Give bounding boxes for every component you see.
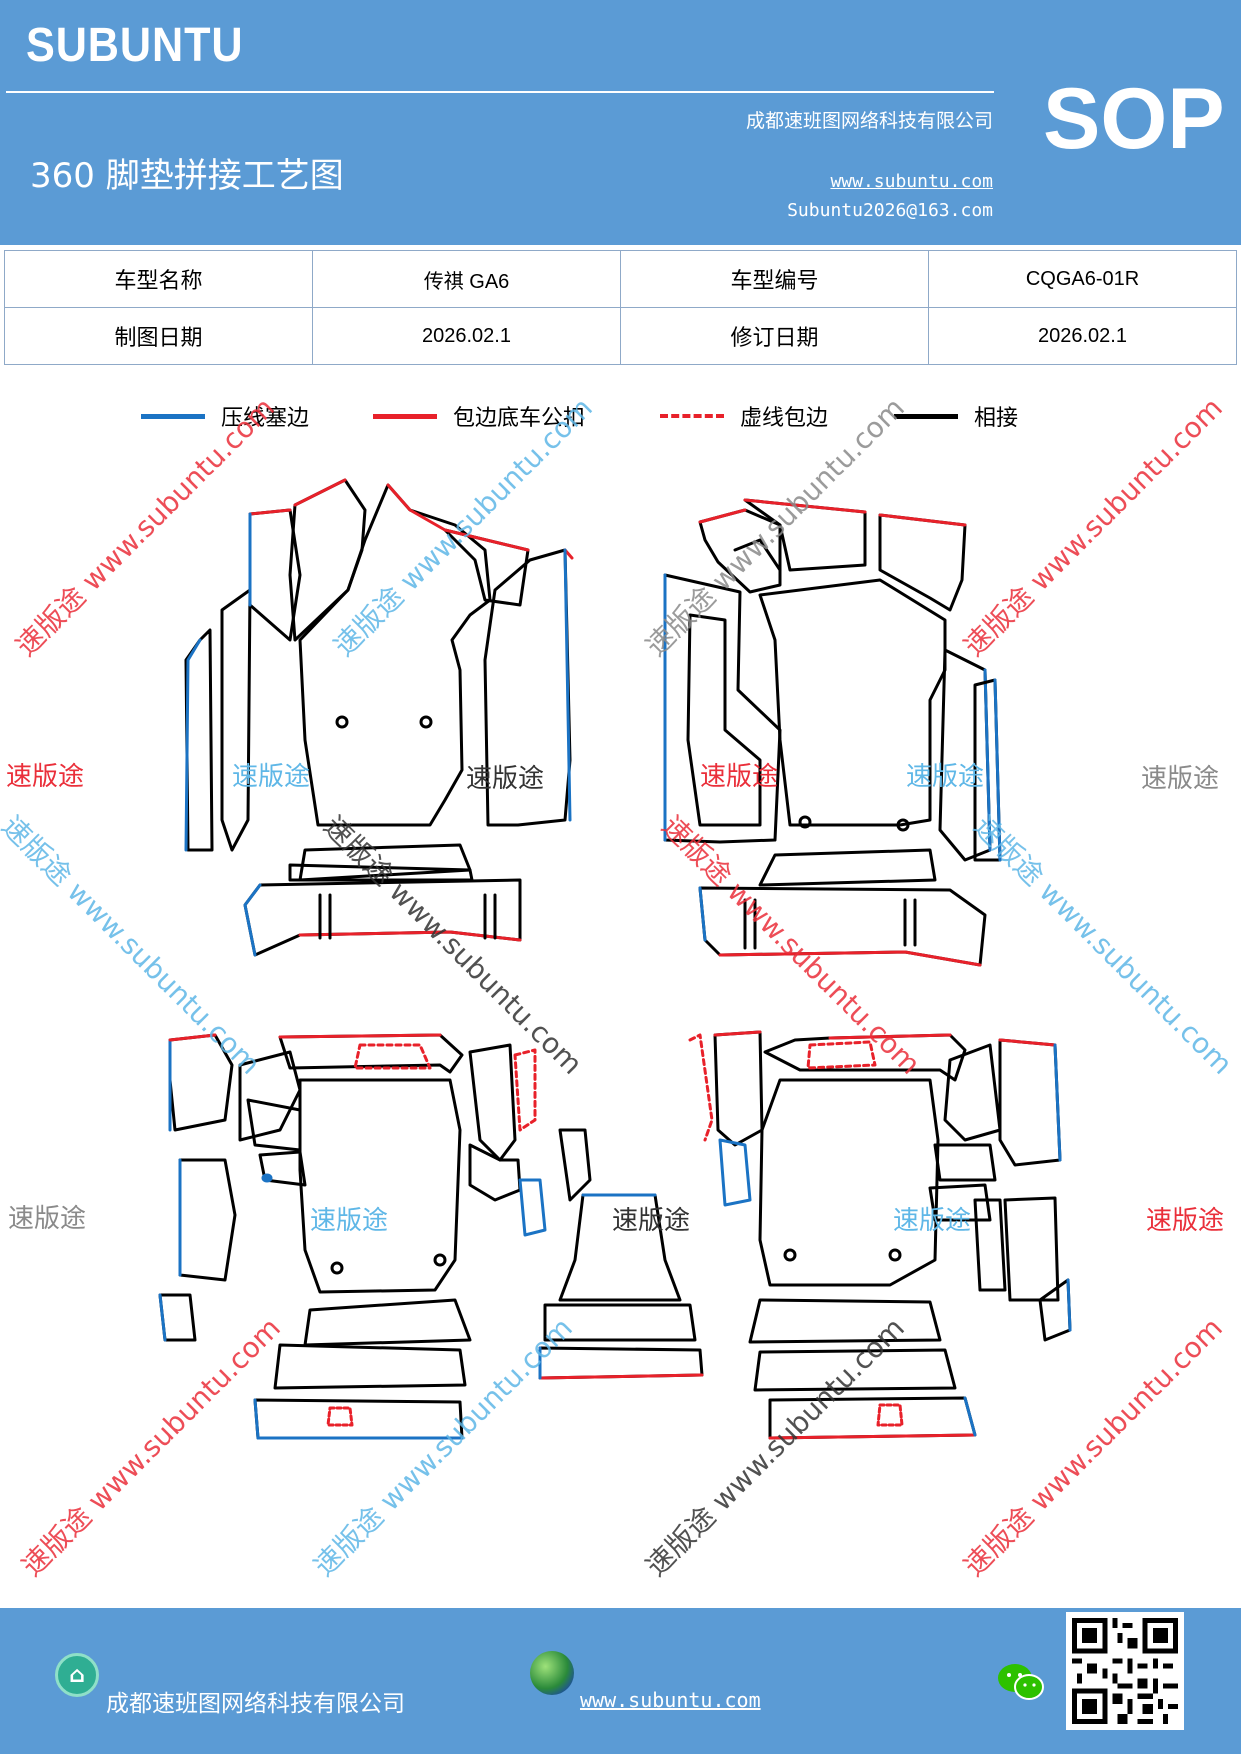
model-name-label: 车型名称 (4, 250, 313, 308)
watermark: 速版途 (8, 1204, 87, 1234)
header-website-link[interactable]: www.subuntu.com (830, 171, 993, 192)
footer-website-link[interactable]: www.subuntu.com (580, 1688, 761, 1712)
watermark: 速版途 (906, 762, 985, 792)
mat-layout-top-left (184, 478, 574, 957)
legend-swatch (373, 413, 437, 419)
sop-badge: SOP (1043, 71, 1225, 167)
watermark: 速版途 (700, 762, 779, 792)
legend-item-joined: 相接 (894, 400, 1018, 432)
watermark: 速版途 (893, 1206, 972, 1236)
legend-label: 相接 (974, 406, 1019, 431)
brand-logo: SUBUNTU (26, 19, 244, 72)
mat-layout-bottom-right (688, 1030, 1072, 1440)
legend-swatch (660, 414, 724, 418)
qr-code (1066, 1612, 1184, 1730)
mat-layout-bottom-left (158, 1033, 704, 1440)
watermark: 速版途 (232, 762, 311, 792)
header-company: 成都速班图网络科技有限公司 (745, 110, 993, 132)
revision-date-label: 修订日期 (620, 307, 929, 365)
mat-pattern-drawing (158, 478, 1072, 1440)
watermark: 速版途 (612, 1206, 691, 1236)
globe-icon (530, 1651, 574, 1695)
watermark: 速版途 (1141, 764, 1220, 794)
model-name-value: 传祺 GA6 (312, 250, 621, 308)
watermark: 速版途 (1146, 1206, 1225, 1236)
legend-swatch (894, 413, 958, 419)
table-row: 制图日期 2026.02.1 修订日期 2026.02.1 (4, 307, 1237, 365)
header-banner: SUBUNTU 成都速班图网络科技有限公司 SOP 360 脚垫拼接工艺图 ww… (0, 0, 1241, 245)
legend-item-pressed-edge: 压线塞边 (141, 400, 309, 432)
page-title: 360 脚垫拼接工艺图 (30, 156, 344, 196)
legend-swatch (141, 413, 205, 419)
mat-layout-top-right (663, 498, 1002, 967)
legend-label: 虚线包边 (740, 406, 829, 431)
drawing-date-value: 2026.02.1 (312, 307, 621, 365)
header-email: Subuntu2026@163.com (787, 200, 993, 221)
watermark: 速版途 (466, 764, 545, 794)
watermark: 速版途 (310, 1206, 389, 1236)
legend-item-wrapped-edge: 包边底车公扣 (373, 400, 585, 432)
vehicle-info-table: 车型名称 传祺 GA6 车型编号 CQGA6-01R 制图日期 2026.02.… (4, 250, 1237, 365)
footer-company: 成都速班图网络科技有限公司 (106, 1691, 405, 1717)
table-row: 车型名称 传祺 GA6 车型编号 CQGA6-01R (4, 250, 1237, 308)
home-icon: ⌂ (55, 1653, 99, 1697)
legend-label: 包边底车公扣 (453, 406, 586, 431)
legend-label: 压线塞边 (221, 406, 310, 431)
watermark: 速版途 (6, 762, 85, 792)
legend: 压线塞边 包边底车公扣 虚线包边 相接 (0, 400, 1241, 440)
drawing-date-label: 制图日期 (4, 307, 313, 365)
header-divider (6, 91, 994, 93)
footer-banner: ⌂ 成都速班图网络科技有限公司 www.subuntu.com (0, 1608, 1241, 1754)
model-code-label: 车型编号 (620, 250, 929, 308)
mat-diagram-area: 速版途 速版途 速版途 速版途 速版途 速版途 速版途 速版途 速版途 速版途 … (0, 391, 1241, 1600)
model-code-value: CQGA6-01R (928, 250, 1237, 308)
legend-item-dotted-edge: 虚线包边 (660, 400, 828, 432)
wechat-icon[interactable] (996, 1660, 1046, 1704)
revision-date-value: 2026.02.1 (928, 307, 1237, 365)
